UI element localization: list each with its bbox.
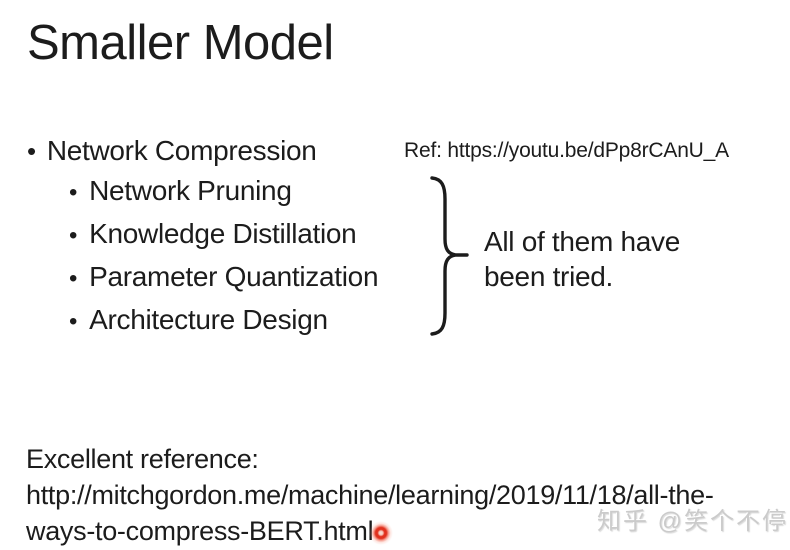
bullet-icon — [69, 214, 77, 257]
bullet-icon — [69, 300, 77, 343]
reference-block: Excellent reference: http://mitchgordon.… — [26, 441, 714, 549]
bullet-icon — [69, 171, 77, 214]
watermark: 知乎 @笑个不停 — [597, 508, 789, 535]
right-brace-icon — [430, 176, 469, 336]
reference-url-line1: http://mitchgordon.me/machine/learning/2… — [26, 480, 714, 510]
laser-pointer-dot — [369, 521, 393, 545]
sub-bullet-item: Network Pruning — [69, 169, 378, 212]
sub-bullet-label: Network Pruning — [89, 175, 292, 206]
bullet-icon — [27, 134, 36, 168]
reference-url-line2: ways-to-compress-BERT.html — [26, 516, 374, 546]
slide-title: Smaller Model — [27, 16, 334, 70]
brace-annotation: All of them have been tried. — [484, 226, 680, 292]
sub-bullet-list: Network Pruning Knowledge Distillation P… — [69, 169, 378, 341]
sub-bullet-label: Knowledge Distillation — [89, 218, 357, 249]
sub-bullet-item: Parameter Quantization — [69, 255, 378, 298]
sub-bullet-label: Parameter Quantization — [89, 261, 379, 292]
main-bullet: Network Compression — [27, 134, 317, 168]
reference-label: Excellent reference: — [26, 444, 259, 474]
sub-bullet-item: Architecture Design — [69, 298, 378, 341]
sub-bullet-item: Knowledge Distillation — [69, 212, 378, 255]
bullet-icon — [69, 257, 77, 300]
ref-note: Ref: https://youtu.be/dPp8rCAnU_A — [404, 139, 729, 162]
sub-bullet-label: Architecture Design — [89, 304, 328, 335]
main-bullet-label: Network Compression — [46, 135, 317, 166]
